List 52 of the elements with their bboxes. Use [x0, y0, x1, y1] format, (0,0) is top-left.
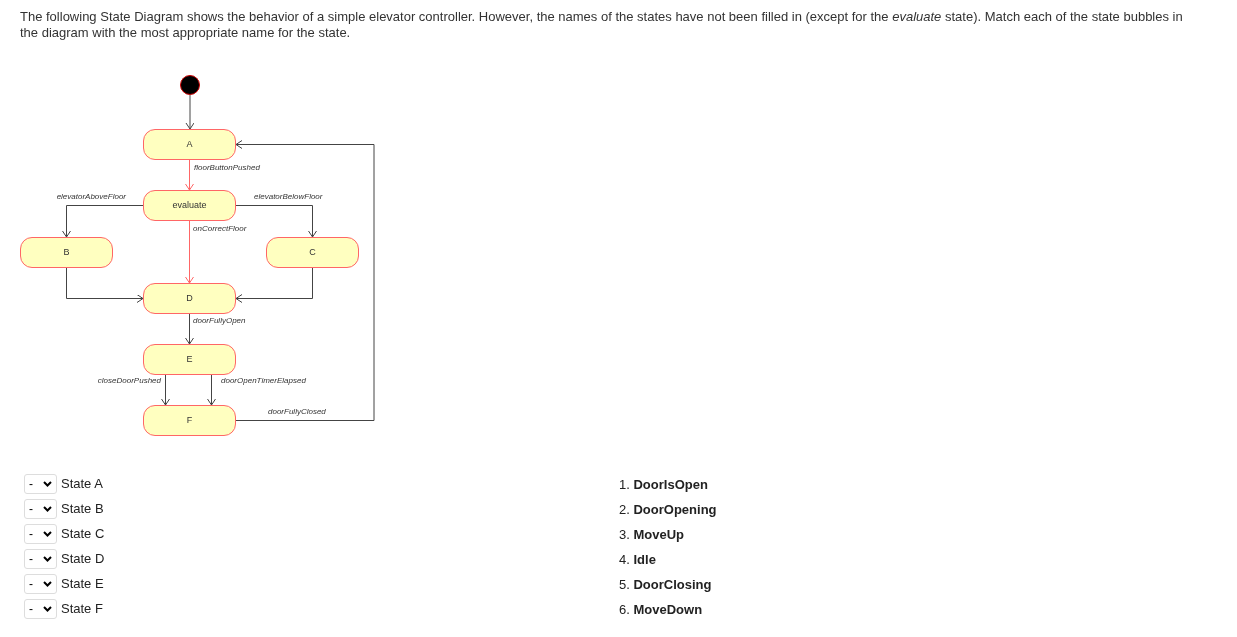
edge-label: onCorrectFloor	[192, 224, 248, 234]
answer-dropdown: -	[24, 574, 57, 594]
edge-label: doorFullyClosed	[267, 407, 327, 417]
transition-arrow	[62, 205, 144, 238]
state-name: evaluate	[172, 198, 207, 212]
state-label: State F	[61, 600, 103, 619]
edge-label: elevatorAboveFloor	[55, 192, 127, 202]
state-name: C	[309, 245, 316, 259]
transition-arrow	[161, 374, 170, 406]
answer-dropdown: -	[24, 499, 57, 519]
transition-arrow	[66, 267, 144, 303]
state-label: State C	[61, 525, 105, 544]
answer-dropdown: -	[24, 474, 57, 494]
state-name-option: 5. DoorClosing	[619, 575, 712, 595]
state-name-option: 2. DoorOpening	[619, 500, 717, 520]
state-label: State D	[61, 550, 105, 569]
state-name: D	[186, 291, 193, 305]
transition-arrow	[207, 374, 216, 406]
state-bubble	[143, 129, 236, 160]
state-name: A	[186, 137, 193, 151]
answer-dropdown: -	[24, 524, 57, 544]
state-name: F	[186, 413, 193, 427]
answer-dropdown: -	[24, 549, 57, 569]
edge-label: elevatorBelowFloor	[253, 192, 324, 202]
state-name: E	[186, 352, 193, 366]
state-name-option: 3. MoveUp	[619, 525, 685, 545]
transition-arrow	[185, 313, 194, 345]
transition-arrow	[235, 140, 375, 421]
transition-arrow	[185, 159, 194, 191]
state-label: State E	[61, 575, 104, 594]
edge-label: doorFullyOpen	[192, 316, 247, 326]
state-label: State A	[61, 475, 103, 494]
transition-arrow	[185, 220, 194, 284]
state-bubble	[20, 237, 113, 268]
transition-arrow	[235, 267, 313, 303]
answer-dropdown: -	[24, 599, 57, 619]
state-name: B	[63, 245, 70, 259]
state-bubble	[143, 344, 236, 375]
state-bubble	[143, 190, 236, 221]
state-name-option: 4. Idle	[619, 550, 656, 570]
edge-label: closeDoorPushed	[96, 376, 162, 386]
state-name-option: 1. DoorIsOpen	[619, 475, 708, 495]
edge-label: floorButtonPushed	[193, 163, 261, 173]
state-name-option: 6. MoveDown	[619, 600, 703, 620]
state-label: State B	[61, 500, 104, 519]
transition-arrow	[235, 205, 317, 238]
state-bubble	[143, 283, 236, 314]
edge-label: doorOpenTimerElapsed	[220, 376, 307, 386]
transition-arrow	[185, 94, 195, 130]
instructions-text: The following State Diagram shows the behavior of a simple elevator controller. However, the names of the states have not been filled in (except for the evaluate state). Match each of the state bubbles in the diagram with the most appropriate name for the state.	[20, 9, 1184, 41]
state-bubble	[143, 405, 236, 436]
state-bubble	[266, 237, 359, 268]
